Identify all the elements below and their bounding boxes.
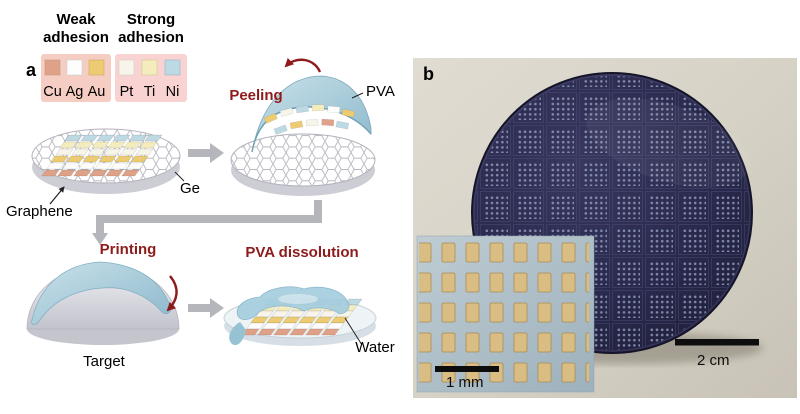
micrograph-inset: 1 mm bbox=[416, 235, 595, 393]
wafer-rim bbox=[471, 72, 753, 354]
ge-wafer-with-pads: Graphene Ge bbox=[6, 128, 200, 220]
swatch-ti bbox=[141, 59, 158, 76]
dissolution-label: PVA dissolution bbox=[245, 244, 358, 261]
printing-step: Printing Target bbox=[26, 241, 180, 370]
legend-weak-adhesion: Weak adhesion Cu Ag Au bbox=[41, 11, 111, 102]
ge-label: Ge bbox=[180, 180, 200, 197]
legend-label-ti: Ti bbox=[144, 84, 156, 100]
legend-weak-title-line2: adhesion bbox=[43, 29, 109, 46]
dissolution-step: PVA dissolution Water bbox=[223, 244, 395, 356]
wafer-scale-bar bbox=[675, 339, 759, 346]
process-arrow-1 bbox=[188, 143, 224, 163]
pva-pointer-line bbox=[351, 92, 364, 99]
film-pads bbox=[263, 104, 355, 135]
pva-film-on-dome bbox=[31, 261, 171, 325]
legend-label-ni: Ni bbox=[166, 84, 180, 100]
legend-strong-adhesion: Strong adhesion Pt Ti Ni bbox=[115, 11, 187, 102]
legend-strong-title-line2: adhesion bbox=[118, 29, 184, 46]
wafer-sheen bbox=[586, 98, 750, 188]
graphene-mesh-2 bbox=[231, 134, 375, 186]
swatch-ni bbox=[164, 59, 181, 76]
legend-label-ag: Ag bbox=[66, 84, 84, 100]
swatch-ag bbox=[66, 59, 83, 76]
peeling-direction-arrow bbox=[284, 57, 322, 73]
pva-film-edge bbox=[251, 106, 372, 153]
legend-strong-title-line1: Strong bbox=[127, 11, 175, 28]
wafer-scale: 2 cm bbox=[675, 339, 759, 369]
water-label: Water bbox=[355, 339, 394, 356]
legend-weak-title-line1: Weak bbox=[57, 11, 97, 28]
inset-scale-label: 1 mm bbox=[446, 374, 484, 391]
wafer-bevel bbox=[473, 74, 751, 352]
printing-label: Printing bbox=[100, 241, 157, 258]
inset-scale-bar bbox=[435, 366, 499, 372]
schematic-panel-a: a Weak adhesion Cu Ag Au Strong adhesion… bbox=[6, 11, 395, 370]
inset-gold-pads bbox=[419, 238, 589, 390]
peeling-step: Peeling PVA bbox=[229, 57, 395, 196]
process-arrow-2 bbox=[188, 298, 224, 318]
swatch-pt bbox=[118, 59, 135, 76]
photo-panel-b: b 1 mm 2 cm bbox=[413, 58, 797, 398]
peeling-label: Peeling bbox=[229, 87, 282, 104]
target-label: Target bbox=[83, 353, 126, 370]
swatch-cu bbox=[44, 59, 61, 76]
legend-label-au: Au bbox=[88, 84, 106, 100]
water-pointer-line bbox=[344, 317, 363, 346]
panel-a-label: a bbox=[26, 60, 37, 80]
printing-direction-arrow bbox=[166, 275, 178, 312]
legend-label-cu: Cu bbox=[43, 84, 62, 100]
ge-pointer-line bbox=[174, 171, 185, 182]
dissolving-film-flap bbox=[229, 322, 246, 346]
swatch-au bbox=[88, 59, 105, 76]
process-arrow-elbow bbox=[92, 200, 322, 245]
water-highlight bbox=[278, 294, 318, 304]
graphene-pointer-arrow bbox=[49, 186, 65, 205]
wafer-scale-label: 2 cm bbox=[697, 352, 730, 369]
graphene-label: Graphene bbox=[6, 203, 73, 220]
pva-label: PVA bbox=[366, 83, 395, 100]
panel-b-label: b bbox=[423, 64, 434, 84]
legend-label-pt: Pt bbox=[120, 84, 134, 100]
water-droplet bbox=[236, 286, 350, 320]
